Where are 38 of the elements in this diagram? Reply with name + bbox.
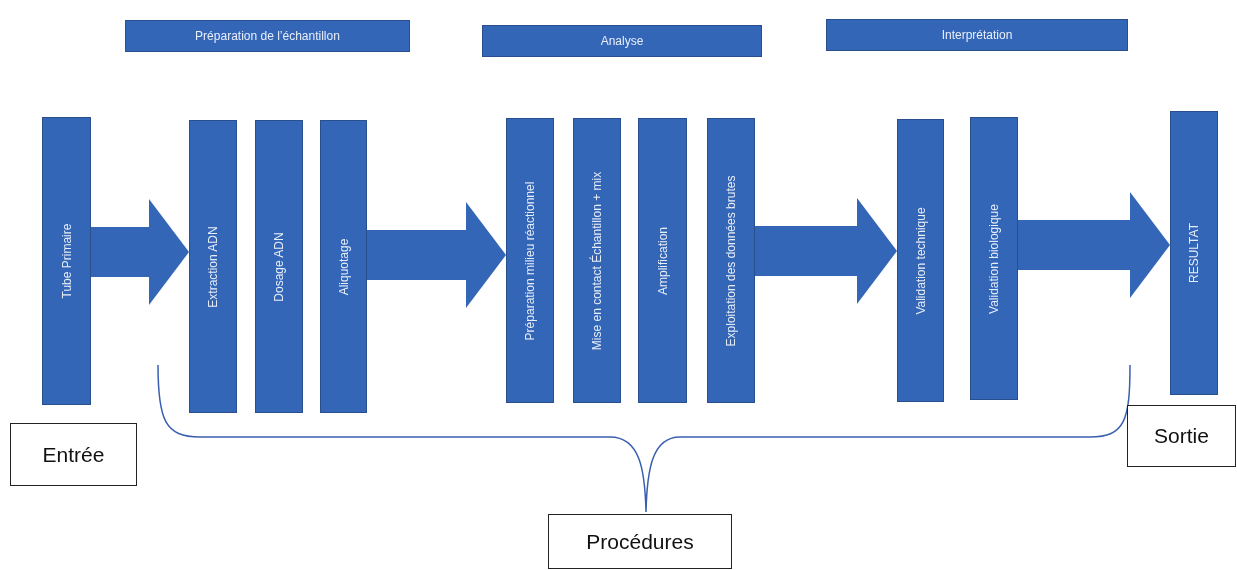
step-bar (638, 118, 687, 403)
label-box (1127, 405, 1236, 467)
step-label: Préparation milieu réactionnel (523, 181, 537, 340)
block-arrow (755, 198, 897, 304)
step-bar (189, 120, 237, 413)
step-label: Entrée (42, 442, 105, 467)
phase-header (482, 25, 762, 57)
step-label: Validation technique (913, 206, 928, 315)
step-label: Interprétation (941, 28, 1013, 42)
step-bar (1170, 111, 1218, 395)
step-bar (897, 119, 944, 402)
block-arrow (367, 202, 506, 308)
step-bar (506, 118, 554, 403)
step-bar (255, 120, 303, 413)
step-label: Exploitation des données brutes (724, 175, 738, 346)
step-bar (573, 118, 621, 403)
step-label: Mise en contact Échantillon + mix (590, 171, 604, 350)
step-bar (970, 117, 1018, 400)
block-arrow (1018, 192, 1170, 298)
step-label: Préparation de l’échantillon (195, 29, 340, 43)
step-label: Extraction ADN (206, 225, 220, 308)
step-bar (320, 120, 367, 413)
step-label: Procédures (586, 529, 694, 554)
phase-header (826, 19, 1128, 51)
step-label: Dosage ADN (272, 231, 286, 302)
step-label: Sortie (1154, 424, 1209, 448)
step-label: Validation biologique (987, 203, 1001, 314)
phase-header (125, 20, 410, 52)
step-label: Aliquotage (336, 238, 351, 295)
label-box (548, 514, 732, 569)
step-label: Analyse (600, 34, 644, 48)
step-bar (707, 118, 755, 403)
step-label: Amplification (655, 226, 670, 295)
label-box (10, 423, 137, 486)
step-bar (42, 117, 91, 405)
step-label: RESULTAT (1187, 223, 1201, 283)
step-label: Tube Primaire (59, 223, 74, 299)
block-arrow (91, 199, 189, 305)
